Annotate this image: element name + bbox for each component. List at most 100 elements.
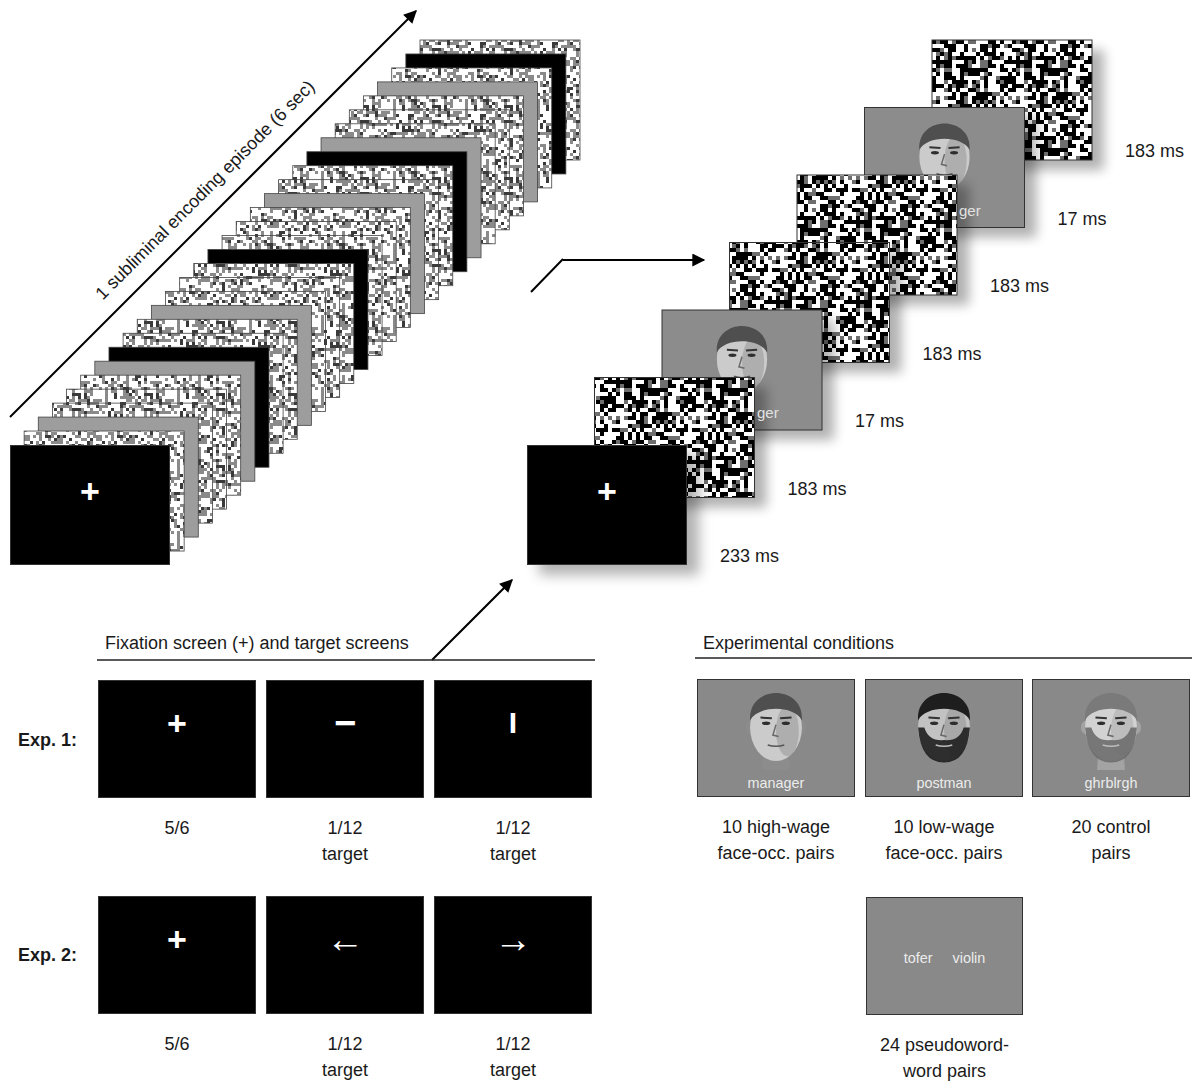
face-picture bbox=[1115, 717, 1126, 720]
duration-label: 17 ms bbox=[855, 410, 904, 432]
face-picture bbox=[941, 154, 947, 166]
occupation-fragment: ger bbox=[757, 402, 779, 424]
header-rule bbox=[695, 657, 1192, 659]
fixation-screen: +5/6 bbox=[98, 680, 256, 798]
face-picture bbox=[762, 721, 770, 725]
callout-arrow bbox=[432, 580, 512, 660]
screen-symbol: I bbox=[435, 703, 591, 743]
time-arrow bbox=[10, 11, 416, 417]
face-picture bbox=[929, 146, 940, 149]
face-picture bbox=[914, 693, 974, 770]
screen-caption: 1/12 target bbox=[483, 815, 543, 867]
face-picture bbox=[780, 717, 791, 720]
face-picture bbox=[750, 693, 802, 720]
target-screen: ←1/12 target bbox=[266, 896, 424, 1014]
section-header: Fixation screen (+) and target screens bbox=[105, 632, 409, 654]
face-picture bbox=[1085, 693, 1137, 720]
face-picture bbox=[773, 725, 779, 737]
duration-label: 233 ms bbox=[720, 545, 779, 567]
stimulus-word: ghrblrgh bbox=[1085, 773, 1138, 793]
duration-label: 183 ms bbox=[1125, 140, 1184, 162]
face-picture bbox=[782, 721, 790, 725]
face-picture bbox=[727, 349, 738, 352]
target-screen: −1/12 target bbox=[266, 680, 424, 798]
face-picture bbox=[919, 124, 969, 151]
face-picture bbox=[936, 745, 953, 746]
face-picture bbox=[948, 717, 959, 720]
face-picture bbox=[1095, 717, 1106, 720]
screen-symbol: + bbox=[528, 471, 686, 511]
screen-caption: 20 control pairs bbox=[1056, 814, 1166, 866]
fixation-screen: +5/6 bbox=[98, 896, 256, 1014]
face-picture bbox=[768, 745, 785, 746]
screen-caption: 1/12 target bbox=[315, 815, 375, 867]
face-picture bbox=[949, 146, 960, 149]
face-picture bbox=[928, 717, 939, 720]
face-picture bbox=[930, 721, 938, 725]
screen-caption: 5/6 bbox=[147, 1031, 207, 1057]
face-picture bbox=[1085, 727, 1137, 762]
stimulus-word: tofer bbox=[904, 948, 933, 968]
face-picture bbox=[717, 326, 767, 353]
duration-label: 183 ms bbox=[788, 478, 847, 500]
face-picture bbox=[760, 717, 771, 720]
face-picture bbox=[1097, 721, 1105, 725]
word-row: manager bbox=[698, 773, 854, 793]
condition-screen: toferviolin24 pseudoword- word pairs bbox=[866, 897, 1023, 1015]
face-picture bbox=[1103, 745, 1120, 746]
screen-caption: 10 high-wage face-occ. pairs bbox=[712, 814, 840, 866]
word-row: ghrblrgh bbox=[1033, 773, 1189, 793]
duration-label: 183 ms bbox=[990, 275, 1049, 297]
target-screen: →1/12 target bbox=[434, 896, 592, 1014]
callout-arrow bbox=[563, 259, 704, 261]
stimulus-word: violin bbox=[953, 948, 986, 968]
face-picture bbox=[739, 357, 745, 369]
face-picture bbox=[1117, 721, 1125, 725]
experiment-label: Exp. 2: bbox=[18, 944, 77, 966]
word-row: postman bbox=[866, 773, 1022, 793]
face-picture bbox=[746, 349, 757, 352]
face-picture bbox=[728, 354, 736, 357]
screen-caption: 1/12 target bbox=[483, 1031, 543, 1081]
condition-screen: postman10 low-wage face-occ. pairs bbox=[865, 679, 1023, 797]
screen-symbol: ← bbox=[267, 919, 423, 959]
target-screen: I1/12 target bbox=[434, 680, 592, 798]
experiment-label: Exp. 1: bbox=[18, 729, 77, 751]
stimulus-word: postman bbox=[916, 773, 971, 793]
occupation-fragment: ger bbox=[959, 200, 981, 222]
condition-screen: manager10 high-wage face-occ. pairs bbox=[697, 679, 855, 797]
fixation-screen: + bbox=[10, 445, 170, 565]
face-picture bbox=[1081, 693, 1141, 770]
face-picture bbox=[950, 721, 958, 725]
callout-bar bbox=[531, 259, 563, 292]
duration-label: 183 ms bbox=[923, 343, 982, 365]
screen-symbol: + bbox=[99, 703, 255, 743]
screen-symbol: − bbox=[267, 703, 423, 743]
section-header: Experimental conditions bbox=[703, 632, 894, 654]
screen-symbol: + bbox=[99, 919, 255, 959]
face-picture bbox=[918, 693, 970, 720]
face-picture bbox=[931, 151, 939, 154]
face-picture bbox=[941, 725, 947, 737]
face-picture bbox=[918, 727, 970, 762]
screen-caption: 5/6 bbox=[147, 815, 207, 841]
face-picture bbox=[1108, 725, 1114, 737]
screen-symbol: → bbox=[435, 919, 591, 959]
word-row: tofer violin bbox=[867, 948, 1022, 968]
face-picture bbox=[950, 151, 958, 154]
face-picture bbox=[746, 693, 806, 770]
screen-symbol: + bbox=[11, 471, 169, 511]
header-rule bbox=[97, 659, 595, 661]
fixation-screen: + bbox=[527, 445, 687, 565]
duration-label: 17 ms bbox=[1058, 208, 1107, 230]
face-picture bbox=[750, 694, 802, 761]
episode-label: 1 subliminal encoding episode (6 sec) bbox=[91, 76, 320, 305]
screen-caption: 10 low-wage face-occ. pairs bbox=[880, 814, 1008, 866]
face-picture bbox=[748, 354, 756, 357]
trial-sequence bbox=[595, 40, 1105, 508]
screen-caption: 24 pseudoword- word pairs bbox=[875, 1032, 1015, 1081]
screen-caption: 1/12 target bbox=[315, 1031, 375, 1081]
condition-screen: ghrblrgh20 control pairs bbox=[1032, 679, 1190, 797]
stimulus-word: manager bbox=[748, 773, 805, 793]
